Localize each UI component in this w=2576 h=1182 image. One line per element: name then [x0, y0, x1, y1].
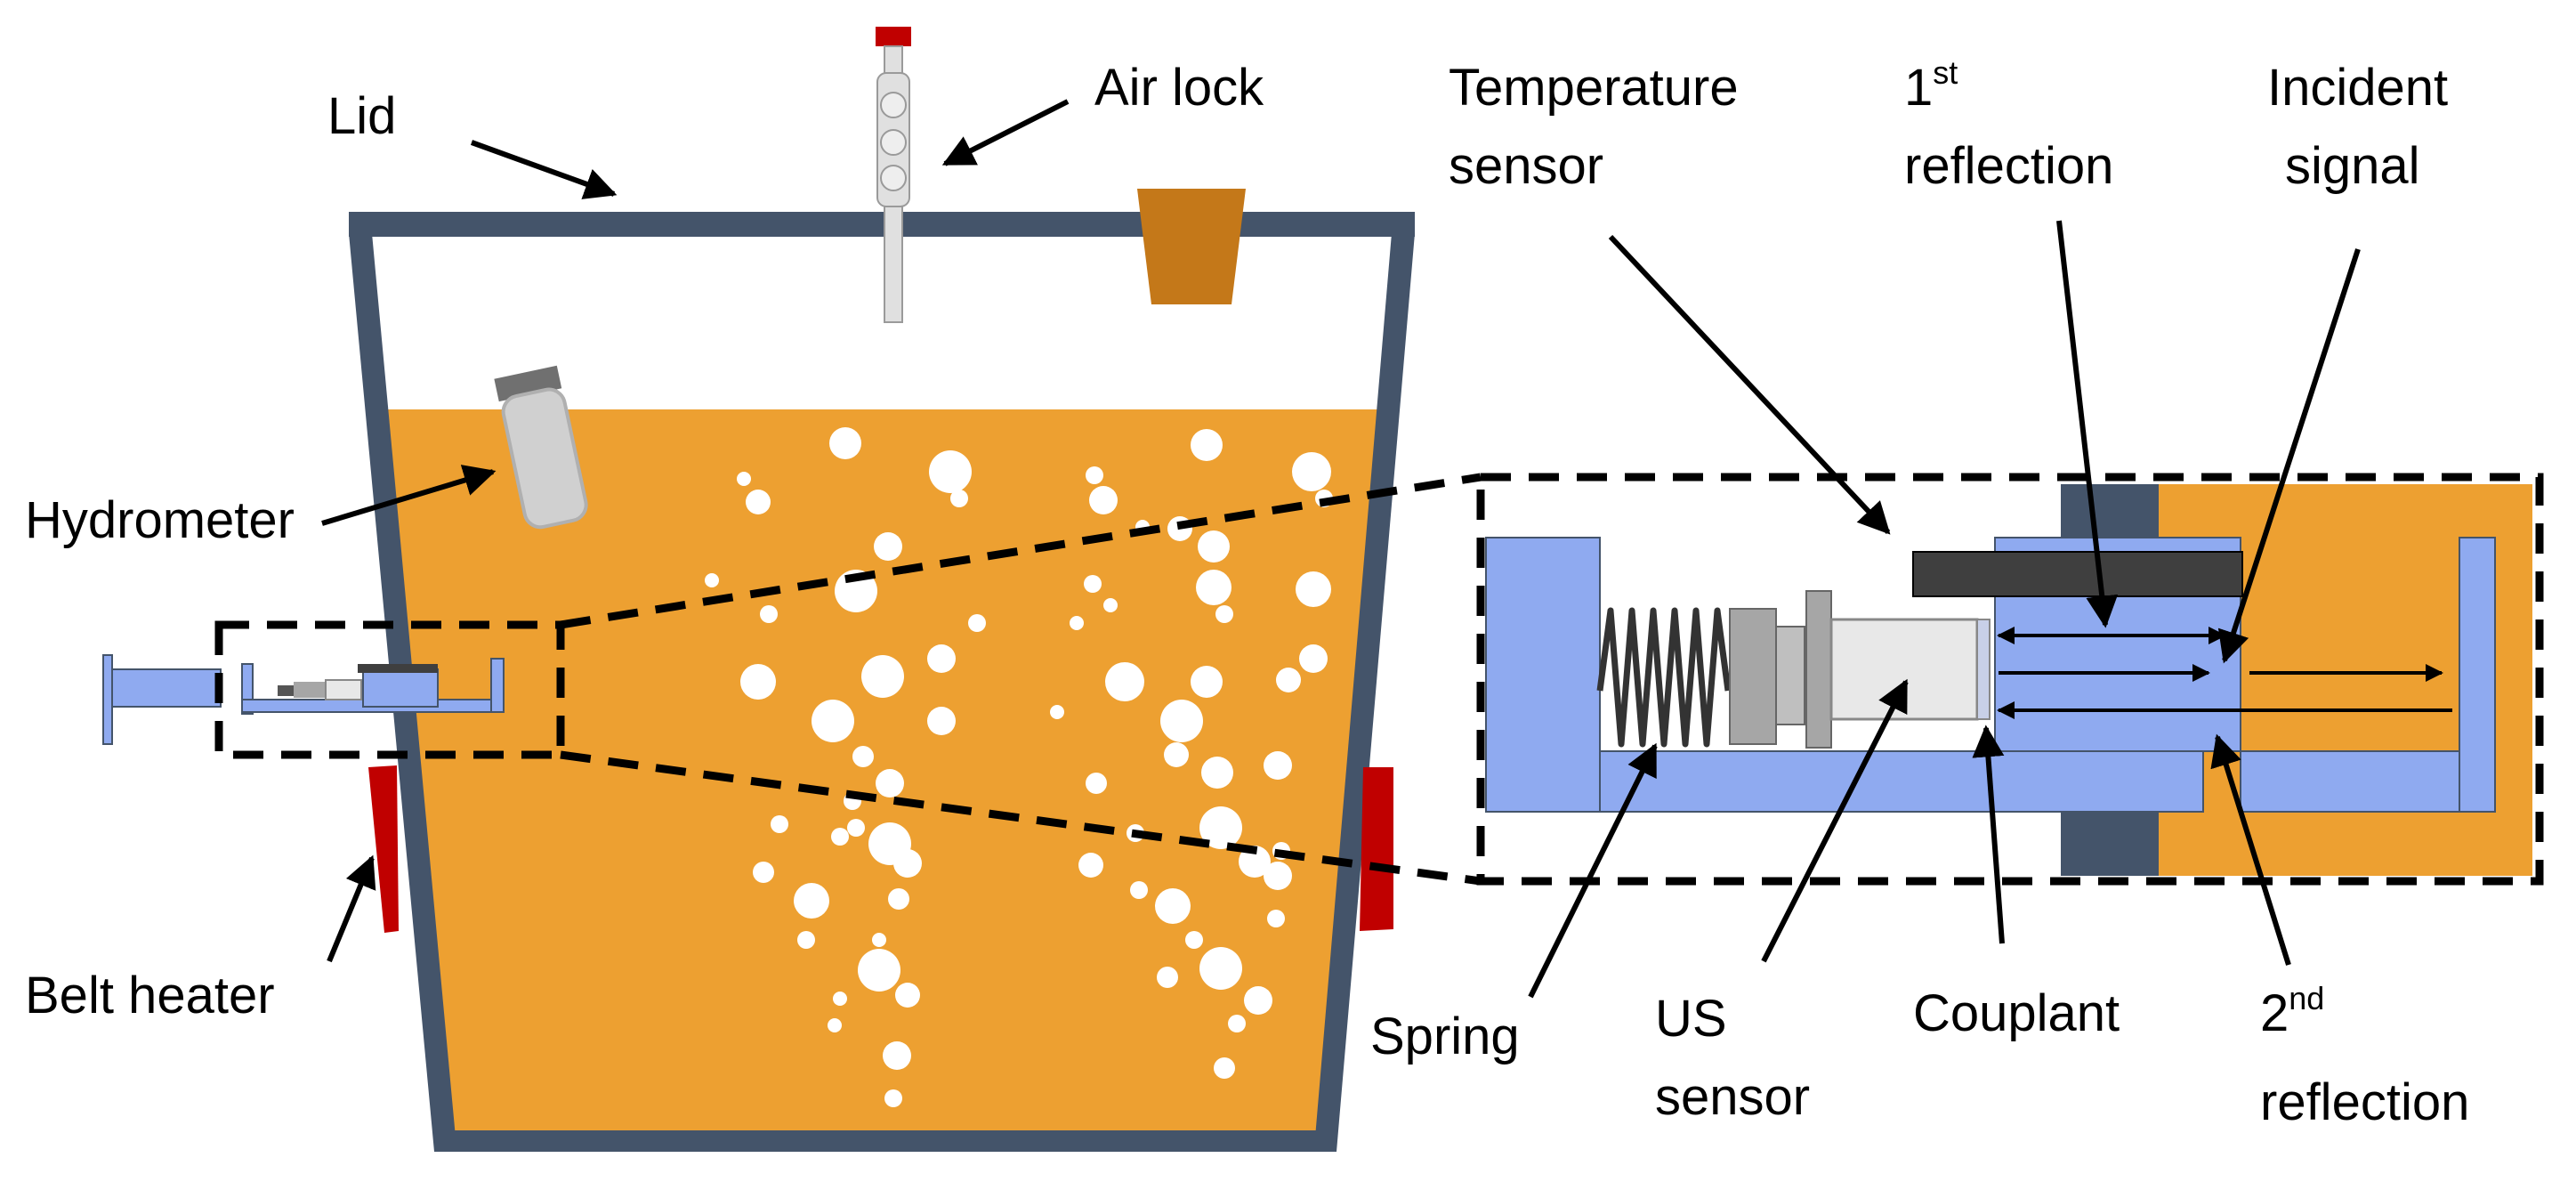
label-belt-heater: Belt heater — [25, 967, 275, 1024]
vessel-wall-right — [1315, 233, 1415, 1152]
backing-plate — [1729, 608, 1777, 745]
label-temperature-sensor-line1: Temperature — [1449, 59, 1739, 117]
label-first-reflection-line2: reflection — [1904, 137, 2113, 195]
hydrometer — [494, 365, 588, 530]
label-lid: Lid — [327, 87, 396, 145]
label-second-reflection-line2: reflection — [2260, 1073, 2469, 1131]
lid — [349, 212, 1415, 237]
us-transducer — [1829, 618, 1979, 721]
vessel-bottom — [434, 1130, 1336, 1152]
couplant-layer — [1976, 619, 1991, 720]
temperature-sensor-bar — [1912, 551, 2243, 597]
belt-heater-left — [368, 765, 399, 933]
air-lock-device — [876, 27, 911, 323]
detail-housing-floor — [2240, 750, 2460, 813]
leader-arrows — [321, 99, 2361, 999]
label-hydrometer: Hydrometer — [25, 491, 295, 549]
spring — [1596, 607, 1732, 748]
zoomed-detail — [1485, 484, 2532, 876]
washer-2 — [1805, 590, 1832, 749]
detail-housing-endwall — [2459, 537, 2496, 813]
label-temperature-sensor-line2: sensor — [1449, 137, 1603, 195]
label-incident-signal-line1: Incident — [2267, 59, 2448, 117]
label-first-reflection-line1: 1st — [1904, 54, 1958, 117]
zoom-callout — [214, 473, 2544, 886]
detail-housing-base — [1599, 750, 2204, 813]
cork-stopper — [1137, 189, 1246, 304]
label-couplant: Couplant — [1913, 984, 2120, 1042]
label-second-reflection-line1: 2nd — [2260, 980, 2324, 1042]
label-us-sensor-line2: sensor — [1655, 1068, 1810, 1126]
detail-housing-back — [1485, 537, 1601, 813]
label-us-sensor-line1: US — [1655, 990, 1727, 1048]
bubbles — [705, 427, 1333, 1107]
belt-heater-right — [1360, 767, 1393, 931]
label-spring: Spring — [1370, 1008, 1520, 1065]
label-incident-signal-line2: signal — [2285, 137, 2420, 195]
washer — [1775, 626, 1805, 725]
label-air-lock: Air lock — [1094, 59, 1264, 117]
